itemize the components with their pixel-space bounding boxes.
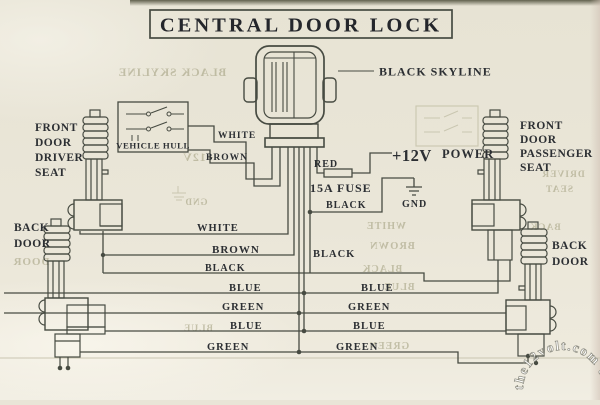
watermark: the12volt.com the12volt.com: [511, 338, 600, 405]
wire-brown-hull: [188, 147, 281, 187]
wire-color-label: GREEN: [336, 342, 378, 353]
bleed-through-text: BROWN: [369, 241, 415, 252]
svg-text:FRONT: FRONT: [520, 120, 563, 132]
back-door-right-label: BACK DOOR: [552, 240, 589, 268]
svg-text:DOOR: DOOR: [552, 256, 589, 268]
wire-color-label: BLUE: [353, 321, 386, 332]
bleed-through-text: DOOR: [12, 256, 49, 268]
wire-color-label: WHITE: [218, 131, 256, 141]
driver-actuator: [67, 109, 123, 231]
wire-color-label: GREEN: [348, 302, 390, 313]
scan-edge-shadow: [130, 0, 600, 6]
bleed-through-text: DRIVER: [541, 170, 584, 180]
bleed-through-text: GREEN: [369, 341, 410, 352]
svg-text:DOOR: DOOR: [35, 137, 72, 149]
bleed-through-text: BACK: [529, 223, 560, 233]
svg-text:BACK: BACK: [14, 222, 49, 234]
wire-red-power: [316, 147, 392, 174]
wire-black-bus-right: [310, 260, 511, 282]
bleed-through-text: WHITE: [366, 221, 406, 232]
wire-color-label: BROWN: [212, 244, 260, 256]
wire-color-label: WHITE: [197, 223, 239, 234]
back-door-left-actuator: [38, 218, 106, 368]
svg-text:SEAT: SEAT: [520, 162, 551, 174]
wiring-harness: [4, 125, 537, 364]
hull-ground-ticks: [131, 135, 139, 141]
svg-text:BACK: BACK: [552, 240, 587, 252]
wire-color-label: BLUE: [229, 283, 262, 294]
bleed-through-text: BLACK: [362, 264, 403, 275]
watermark-text: the12volt.com the12volt.com: [511, 338, 600, 405]
back-door-right-actuator: [505, 221, 557, 357]
wire-color-label: BLACK: [313, 249, 355, 260]
gnd-label: GND: [402, 199, 427, 210]
svg-text:DRIVER: DRIVER: [35, 152, 84, 164]
central-unit: [243, 45, 374, 148]
wire-color-label: BROWN: [206, 153, 248, 163]
central-unit-label: BLACK SKYLINE: [379, 65, 492, 79]
svg-text:the12volt.com the12volt.com: the12volt.com the12volt.com: [511, 338, 600, 400]
bleed-labels: BLACK SKYLINE+12VGNDWHITEBROWNBLACKBLUEB…: [12, 67, 584, 352]
junction-dots: [57, 209, 539, 371]
wire-color-label: GREEN: [207, 342, 249, 353]
passenger-seat-label: FRONT DOOR PASSENGER SEAT: [520, 120, 593, 174]
title-box: CENTRAL DOOR LOCK: [149, 9, 453, 39]
bleed-through-text: BLACK SKYLINE: [118, 67, 227, 79]
bleed-through-layer: BLACK SKYLINE+12VGNDWHITEBROWNBLACKBLUEB…: [12, 67, 584, 352]
bleed-through-text: +12V: [182, 150, 214, 164]
vehicle-hull-box: VEHICLE HULL: [116, 101, 190, 153]
diagram-title: CENTRAL DOOR LOCK: [160, 15, 442, 37]
svg-text:PASSENGER: PASSENGER: [520, 148, 593, 160]
svg-text:DOOR: DOOR: [520, 134, 557, 146]
wire-white-bus: [79, 147, 289, 235]
passenger-actuator: [471, 109, 527, 261]
wire-color-label: BLUE: [230, 321, 263, 332]
power-word-label: POWER: [442, 147, 494, 161]
wire-color-label: GREEN: [222, 302, 264, 313]
bleed-through-text: SEAT: [545, 185, 573, 195]
text-labels: BLACK SKYLINE FRONT DOOR DRIVER SEAT FRO…: [14, 65, 593, 354]
svg-text:FRONT: FRONT: [35, 122, 78, 134]
svg-text:DOOR: DOOR: [14, 238, 51, 250]
driver-seat-label: FRONT DOOR DRIVER SEAT: [35, 122, 84, 179]
svg-text:SEAT: SEAT: [35, 167, 66, 179]
bleed-through-text: GND: [185, 197, 208, 207]
wire-brown-bus: [103, 147, 295, 256]
fuse-symbol: [323, 168, 353, 178]
wire-color-label: BLACK: [205, 263, 246, 274]
bleed-through-text: BLUE: [383, 282, 414, 293]
wire-color-label: BLACK: [326, 200, 367, 211]
bleed-through-text: BLUE: [183, 324, 213, 334]
wire-connector: [264, 137, 325, 148]
wire-color-label: RED: [314, 159, 338, 170]
unit-neck: [269, 123, 319, 139]
wire-black-ground: [310, 177, 414, 213]
ground-symbol: [406, 178, 422, 196]
page-right-edge: [590, 0, 600, 400]
power-12v-label: +12V: [392, 146, 432, 165]
fuse-label: 15A FUSE: [310, 181, 372, 195]
wire-color-label: BLUE: [361, 283, 394, 294]
vehicle-hull-label: VEHICLE HULL: [116, 141, 190, 151]
back-door-left-label: BACK DOOR: [14, 222, 51, 250]
wire-color-labels: WHITE BROWN RED BLACK WHITE BROWN BLACK BLACK BL…: [197, 131, 394, 353]
wire-white-hull: [188, 125, 273, 180]
wire-blue-bus-1: [4, 260, 499, 294]
